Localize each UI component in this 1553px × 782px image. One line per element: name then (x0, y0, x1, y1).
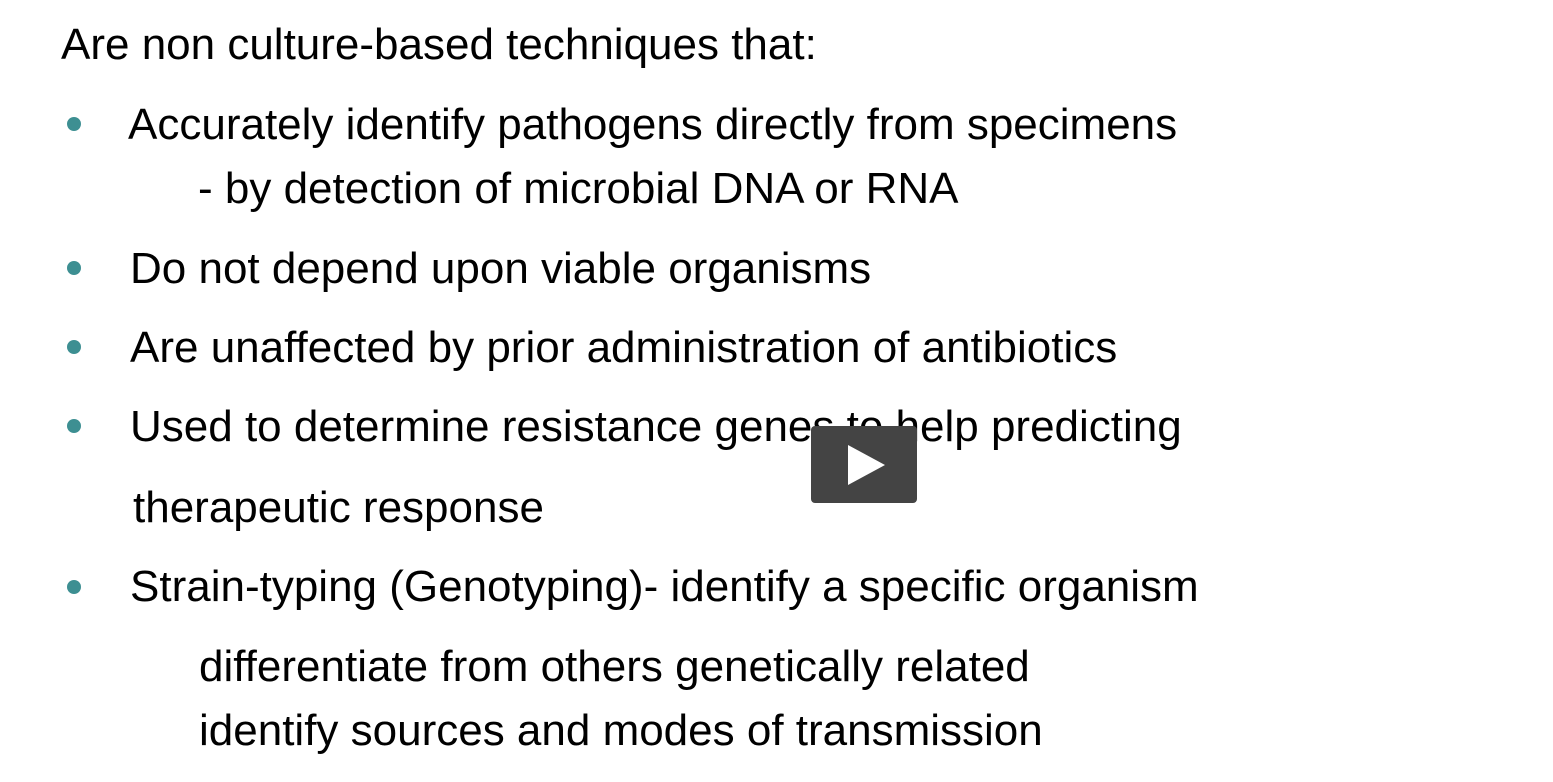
play-icon (848, 445, 885, 485)
bullet-sub-5-1: differentiate from others genetically re… (199, 642, 1030, 691)
bullet-continuation-4: therapeutic response (133, 483, 544, 532)
bullet-marker-1 (67, 117, 81, 131)
bullet-text-2: Do not depend upon viable organisms (130, 244, 872, 293)
video-play-button[interactable] (811, 426, 917, 503)
bullet-sub-1-1: - by detection of microbial DNA or RNA (198, 164, 959, 213)
slide-heading: Are non culture-based techniques that: (61, 20, 817, 69)
bullet-sub-5-2: identify sources and modes of transmissi… (199, 706, 1043, 755)
bullet-text-1: Accurately identify pathogens directly f… (128, 100, 1178, 149)
bullet-marker-2 (67, 261, 81, 275)
bullet-text-5: Strain-typing (Genotyping)- identify a s… (130, 562, 1199, 611)
bullet-marker-4 (67, 419, 81, 433)
bullet-marker-5 (67, 580, 81, 594)
bullet-text-4: Used to determine resistance genes to he… (130, 402, 1182, 451)
bullet-text-3: Are unaffected by prior administration o… (130, 323, 1118, 372)
bullet-marker-3 (67, 340, 81, 354)
